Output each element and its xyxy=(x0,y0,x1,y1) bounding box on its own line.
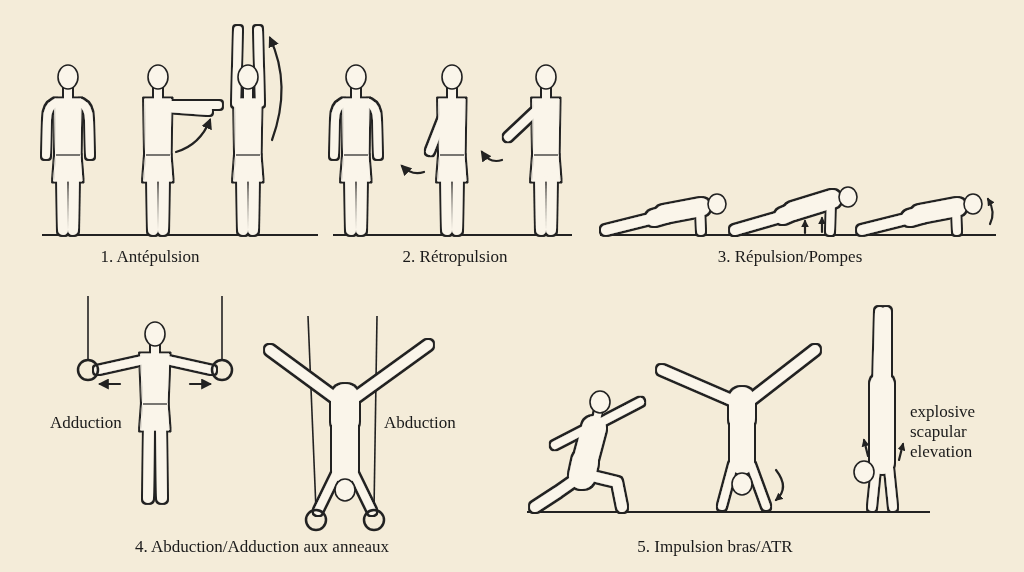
panel-caption: 1. Antépulsion xyxy=(100,247,199,267)
motion-arrow xyxy=(100,38,993,500)
cue-note: explosive scapular elevation xyxy=(910,402,994,462)
ring-rope xyxy=(88,296,377,510)
costume-detail xyxy=(56,155,558,404)
ground-line xyxy=(42,235,996,512)
athlete-head xyxy=(58,65,982,501)
movement-label: Abduction xyxy=(384,413,456,433)
panel-caption: 4. Abduction/Adduction aux anneaux xyxy=(135,537,389,557)
gymnastic-ring xyxy=(78,360,384,530)
athlete-figures xyxy=(46,30,957,511)
panel-caption: 3. Répulsion/Pompes xyxy=(718,247,863,267)
panel-caption: 5. Impulsion bras/ATR xyxy=(637,537,792,557)
movement-label: Adduction xyxy=(50,413,122,433)
panel-caption: 2. Rétropulsion xyxy=(403,247,508,267)
